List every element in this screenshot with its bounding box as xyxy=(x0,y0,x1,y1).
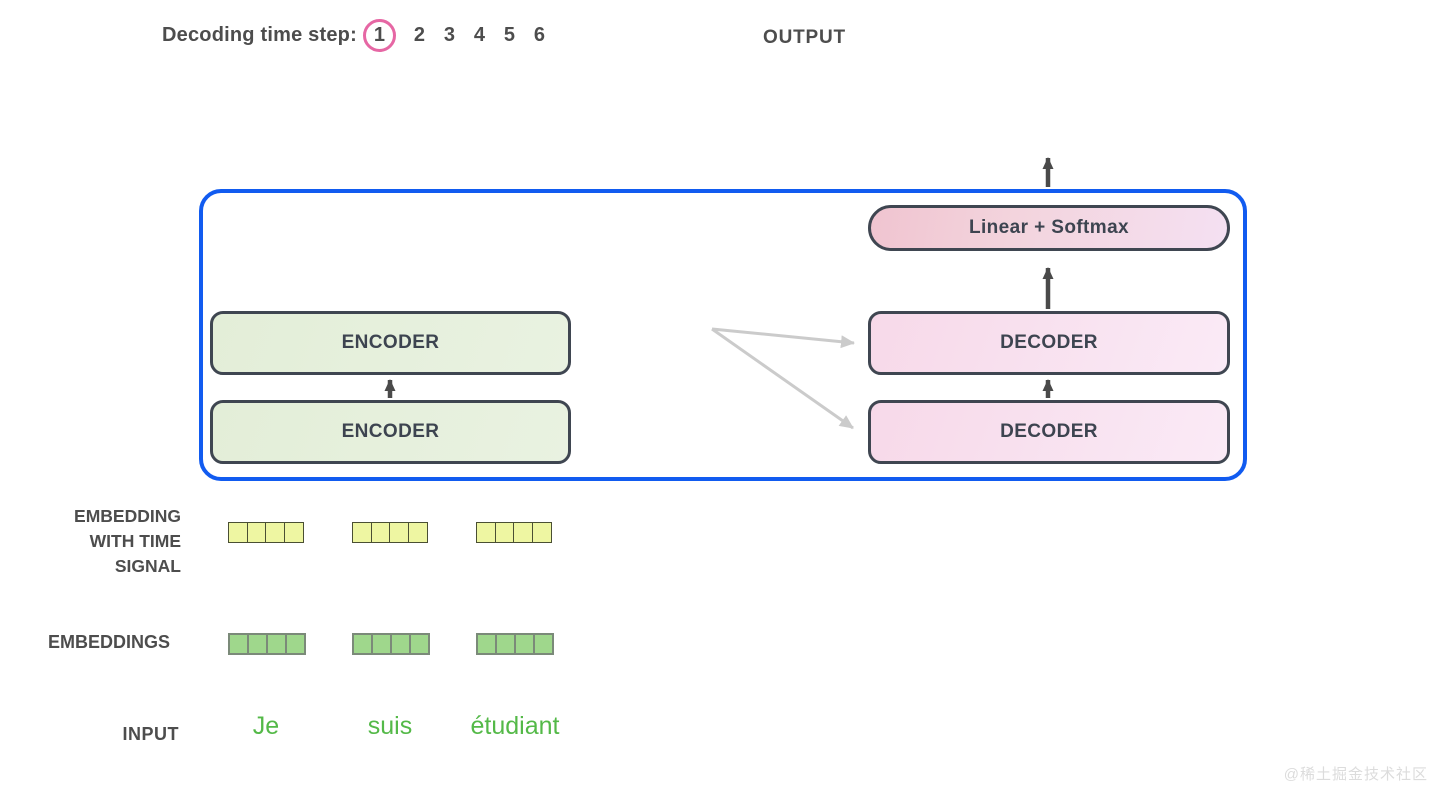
decoding-time-step-header: Decoding time step: 1 2 3 4 5 6 xyxy=(162,18,546,52)
embedding-cell xyxy=(409,633,430,655)
input-token-etudiant: étudiant xyxy=(470,712,560,740)
input-token-suis: suis xyxy=(367,712,413,740)
decoder-box-bottom: DECODER xyxy=(868,400,1230,464)
encoder-box-top: ENCODER xyxy=(210,311,571,375)
time-signal-vector-3 xyxy=(476,522,552,543)
time-step-5: 5 xyxy=(503,23,515,46)
embedding-cell xyxy=(476,522,496,543)
embedding-cell xyxy=(371,633,392,655)
time-signal-vector-1 xyxy=(228,522,304,543)
embedding-cell xyxy=(285,633,306,655)
embedding-cell xyxy=(514,633,535,655)
embedding-vector-3 xyxy=(476,633,554,655)
embedding-cell xyxy=(266,633,287,655)
input-label: INPUT xyxy=(122,724,179,744)
time-step-6: 6 xyxy=(533,23,545,46)
embedding-cell xyxy=(476,633,497,655)
embedding-cell xyxy=(246,522,267,543)
embedding-cell xyxy=(495,633,516,655)
embedding-cell xyxy=(389,522,409,543)
embedding-cell xyxy=(370,522,391,543)
embedding-cell xyxy=(352,633,373,655)
embedding-cell xyxy=(494,522,515,543)
decoding-time-step-label: Decoding time step: xyxy=(162,23,357,46)
time-step-2: 2 xyxy=(413,23,425,46)
embedding-cell xyxy=(283,522,304,543)
time-step-1-active: 1 xyxy=(362,18,396,52)
embedding-cell xyxy=(247,633,268,655)
time-step-3: 3 xyxy=(443,23,455,46)
embedding-cell xyxy=(390,633,411,655)
embedding-cell xyxy=(352,522,372,543)
embedding-vector-1 xyxy=(228,633,306,655)
decoder-box-top: DECODER xyxy=(868,311,1230,375)
embedding-cell xyxy=(531,522,552,543)
time-step-4: 4 xyxy=(473,23,485,46)
embedding-vector-2 xyxy=(352,633,430,655)
embeddings-label: EMBEDDINGS xyxy=(47,632,170,652)
output-label: OUTPUT xyxy=(763,27,846,48)
embedding-cell xyxy=(533,633,554,655)
input-token-je: Je xyxy=(252,712,280,740)
encoder-box-bottom: ENCODER xyxy=(210,400,571,464)
embedding-cell xyxy=(265,522,285,543)
embedding-with-time-signal-label: EMBEDDING WITH TIME SIGNAL xyxy=(74,506,181,576)
linear-softmax-box: Linear + Softmax xyxy=(868,205,1230,251)
embedding-cell xyxy=(513,522,533,543)
time-signal-vector-2 xyxy=(352,522,428,543)
embedding-cell xyxy=(228,522,248,543)
embedding-cell xyxy=(407,522,428,543)
embedding-cell xyxy=(228,633,249,655)
transformer-container-box xyxy=(199,189,1247,481)
watermark-text: @稀土掘金技术社区 xyxy=(1283,766,1428,783)
